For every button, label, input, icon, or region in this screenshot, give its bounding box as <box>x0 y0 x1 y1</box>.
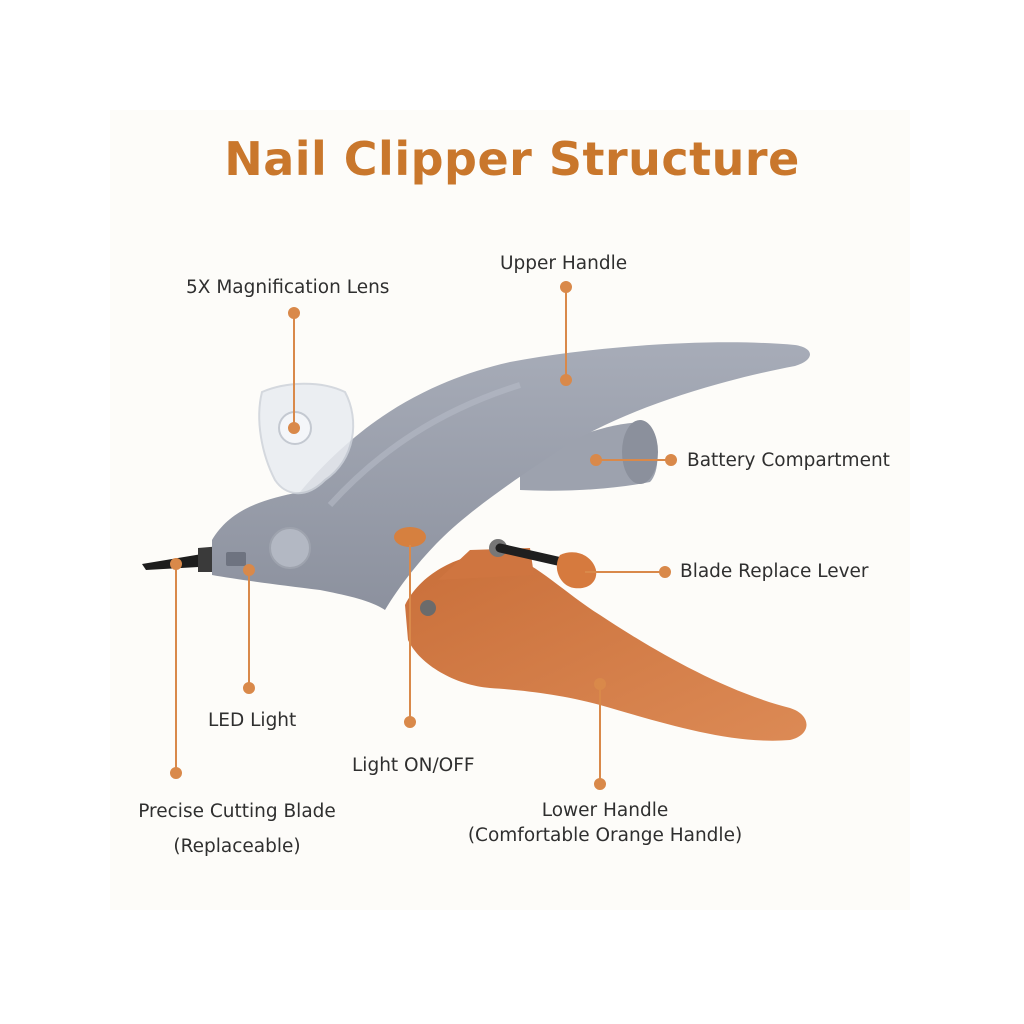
label-led-light: LED Light <box>208 710 297 731</box>
callout-dot-blade <box>170 767 182 779</box>
callout-dot-switch <box>404 716 416 728</box>
light-switch-shape <box>394 527 426 547</box>
callout-dot-upper-handle <box>560 281 572 293</box>
battery-compartment-shape <box>520 420 658 491</box>
callout-dot-battery-end <box>590 454 602 466</box>
blade-lever-shape <box>495 543 597 589</box>
callout-dot-blade-end <box>170 558 182 570</box>
led-light-shape <box>226 552 246 566</box>
callout-dot-lens-end <box>288 422 300 434</box>
lower-handle-shape <box>405 539 807 741</box>
callout-dot-lower <box>594 778 606 790</box>
label-magnification-lens: 5X Magnification Lens <box>186 277 390 298</box>
callout-dot-blade-lever <box>659 566 671 578</box>
callout-dot-led <box>243 682 255 694</box>
callout-dot-lens <box>288 307 300 319</box>
label-light-switch: Light ON/OFF <box>352 755 475 776</box>
label-battery-compartment: Battery Compartment <box>687 450 890 471</box>
upper-handle-shape <box>212 342 810 610</box>
label-cutting-blade-note: (Replaceable) <box>173 836 301 857</box>
cutting-blade-shape <box>142 546 222 572</box>
label-lower-handle: Lower Handle <box>541 800 669 821</box>
label-cutting-blade: Precise Cutting Blade <box>138 801 336 822</box>
label-lower-handle-note: (Comfortable Orange Handle) <box>467 825 743 846</box>
callout-dot-upper-handle-end <box>560 374 572 386</box>
callout-dot-battery <box>665 454 677 466</box>
label-blade-replace-lever: Blade Replace Lever <box>680 561 869 582</box>
diagram-title: Nail Clipper Structure <box>224 132 800 186</box>
callout-dot-led-end <box>243 564 255 576</box>
callout-dot-lower-end <box>594 678 606 690</box>
label-upper-handle: Upper Handle <box>500 253 628 274</box>
background-panel <box>110 110 910 910</box>
callouts <box>170 281 677 790</box>
